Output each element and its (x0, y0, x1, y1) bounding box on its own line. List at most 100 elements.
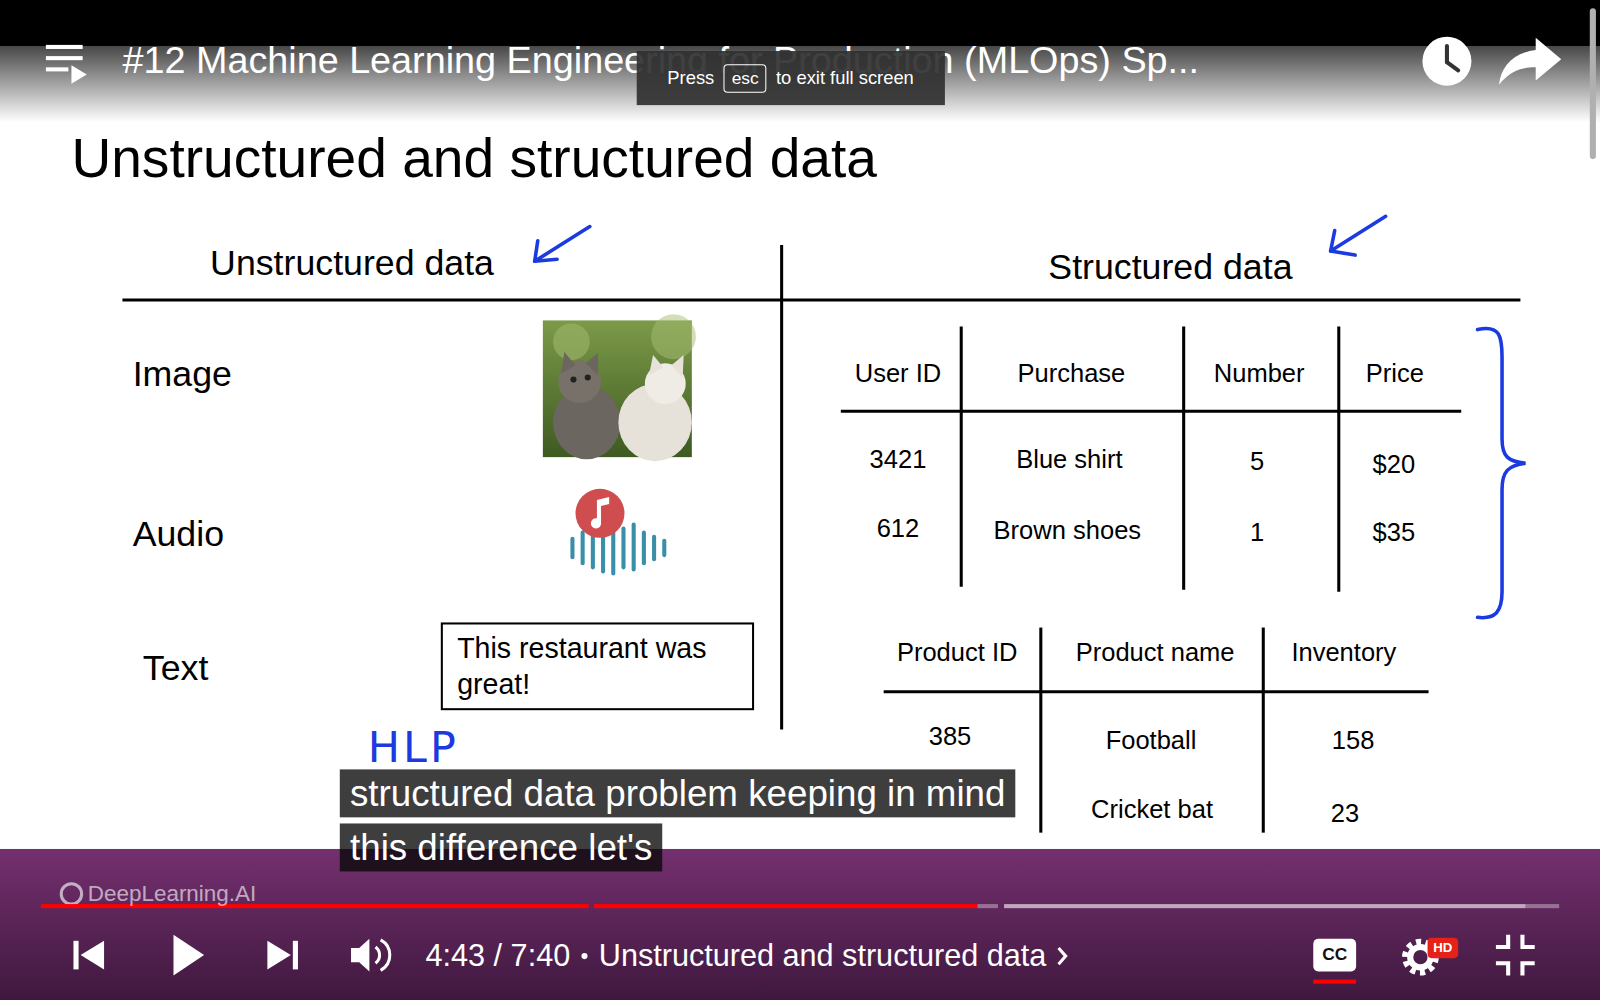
progress-bar (1526, 904, 1560, 908)
progress-bar (978, 904, 998, 908)
player-controls (351, 939, 369, 972)
table-header: Purchase (1018, 359, 1126, 387)
table-cell: Blue shirt (1016, 445, 1122, 473)
settings-icon (1428, 938, 1459, 958)
cc-text: CC (1322, 946, 1347, 965)
table-cell: Cricket bat (1091, 795, 1213, 823)
cc-icon (1313, 980, 1356, 984)
table-header: Product name (1076, 639, 1235, 667)
table-grid (1262, 628, 1265, 833)
divider-lines (780, 245, 783, 730)
bottom-band (0, 849, 1600, 1000)
handwritten-brace (1478, 328, 1526, 617)
row-label: Text (143, 649, 209, 688)
table-header: Product ID (897, 639, 1018, 667)
handwritten-arrow (1331, 216, 1386, 251)
node-text: structured data problem keeping in mind … (340, 769, 1016, 871)
scrollbar (1590, 8, 1596, 159)
table-grid (1182, 327, 1185, 590)
watch-later-icon (1422, 37, 1471, 86)
divider-lines (122, 298, 1520, 301)
chapter-marks (581, 953, 587, 959)
chapter-marks (1059, 948, 1066, 964)
table-cell: 1 (1250, 519, 1264, 547)
table-header: User ID (855, 359, 941, 387)
brand-logo (61, 884, 81, 904)
cat-photo (651, 314, 696, 359)
top-bar (0, 0, 1600, 46)
node-text: esc (732, 68, 759, 88)
player-controls (293, 941, 298, 970)
playlist-icon (46, 56, 83, 60)
table-cell: 612 (877, 515, 920, 543)
hd-badge-text: HD (1433, 941, 1452, 956)
audio-icon (591, 497, 609, 529)
cat-photo (585, 374, 591, 380)
table-header: Number (1214, 359, 1305, 387)
table-grid (960, 327, 963, 587)
node-text: to exit full screen (776, 67, 914, 88)
handwritten-arrow (535, 241, 557, 261)
table-grid (1039, 628, 1042, 833)
table-cell: 3421 (870, 445, 927, 473)
player-controls (73, 935, 389, 976)
column-heading: Structured data (1048, 248, 1292, 287)
exit-fullscreen-icon (1522, 963, 1534, 975)
cat-photo (570, 377, 576, 383)
player-controls (73, 941, 78, 970)
row-label: Image (133, 355, 232, 394)
table-cell: 158 (1332, 727, 1375, 755)
playlist-icon (46, 45, 87, 84)
playlist-icon (71, 65, 86, 83)
table-cell: Brown shoes (994, 517, 1141, 545)
top-bar (0, 0, 1600, 122)
slide-title: Unstructured and structured data (71, 128, 877, 189)
table-grid (841, 410, 1461, 413)
scrollbar (1590, 8, 1596, 159)
table-grid (841, 327, 1461, 833)
node-text: This restaurant was great! (457, 631, 738, 702)
bottom-band (0, 849, 1600, 1000)
caption-box: structured data problem keeping in mind … (340, 770, 1044, 878)
handwritten-arrow (535, 227, 590, 262)
progress-bar (594, 904, 978, 908)
cat-photo (553, 323, 590, 360)
row-label: Audio (133, 514, 224, 553)
slide-background (0, 46, 1600, 852)
cat-photo (561, 352, 598, 375)
progress-bar (41, 904, 1559, 908)
handwritten-arrow (1331, 231, 1355, 255)
table-cell: $35 (1373, 519, 1416, 547)
exit-fullscreen-icon (1522, 935, 1534, 947)
cc-icon (1313, 939, 1356, 972)
audio-icon (572, 489, 664, 574)
table-cell: 23 (1331, 799, 1359, 827)
fullscreen-toast: Pressto exit full screenesc (637, 51, 945, 105)
brand-logo (61, 884, 81, 904)
player-controls (81, 941, 104, 970)
watermark: DeepLearning.AI (88, 882, 256, 907)
player-controls (376, 947, 380, 963)
cat-photo (543, 314, 696, 461)
player-controls (381, 940, 390, 971)
table-header: Price (1366, 359, 1424, 387)
exit-fullscreen-icon (1496, 935, 1508, 947)
progress-bar (1004, 904, 1525, 908)
settings-icon (1405, 938, 1458, 973)
table-cell: 5 (1250, 447, 1264, 475)
handwritten-note: HLP (368, 724, 459, 771)
chapter-title: Unstructured and structured data (599, 938, 1047, 972)
share-icon (1499, 38, 1561, 85)
share-icon (1499, 38, 1561, 85)
key-cap: esc (723, 64, 766, 93)
column-heading: Unstructured data (210, 244, 494, 283)
audio-icon (576, 489, 625, 538)
table-cell: Football (1106, 727, 1197, 755)
table-grid (1337, 327, 1340, 592)
table-cell: $20 (1373, 450, 1416, 478)
watch-later-icon (1422, 37, 1471, 86)
exit-fullscreen-icon (1496, 935, 1535, 976)
slide-background (0, 46, 1600, 852)
watch-later-icon (1447, 46, 1458, 70)
playlist-icon (46, 67, 68, 71)
